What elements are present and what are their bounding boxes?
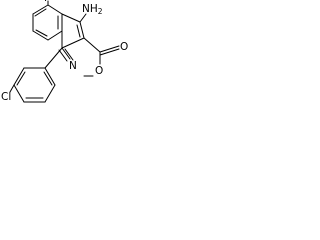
bond [13,67,25,86]
bond-c-cl [9,84,15,93]
bond [44,47,63,69]
bond-nitrile [64,48,74,61]
bond [44,84,56,103]
bond [32,4,49,15]
bonds [9,0,120,103]
bond [79,21,85,39]
amino-label: NH2 [82,3,103,16]
bond-double-inner [76,24,81,38]
nitrile-n-label: N [69,60,77,72]
bond [44,67,56,86]
structure-svg: F NH2 N O O Cl [1,0,128,103]
fluoro-label: F [44,0,50,4]
bond [13,84,25,103]
chloro-label: Cl [1,91,11,103]
bond-c-n [79,13,87,23]
bond [61,37,85,49]
bond [32,30,49,41]
bond-c-o-double [99,45,120,53]
bond-double-inner [35,29,48,37]
bond-c-o-double [99,48,120,56]
bond-nitrile [61,47,71,60]
bond-double-inner [34,8,47,17]
bond [47,30,63,41]
molecule-diagram: F NH2 N O O Cl [0,0,130,132]
carbonyl-o-label: O [120,41,128,53]
bond [61,13,81,23]
bond-double-inner [16,71,26,86]
bond-nitrile [58,49,68,62]
bond [47,4,63,15]
bond-double-inner [43,71,53,86]
ester-o-label: O [95,65,103,77]
bond [83,37,101,53]
